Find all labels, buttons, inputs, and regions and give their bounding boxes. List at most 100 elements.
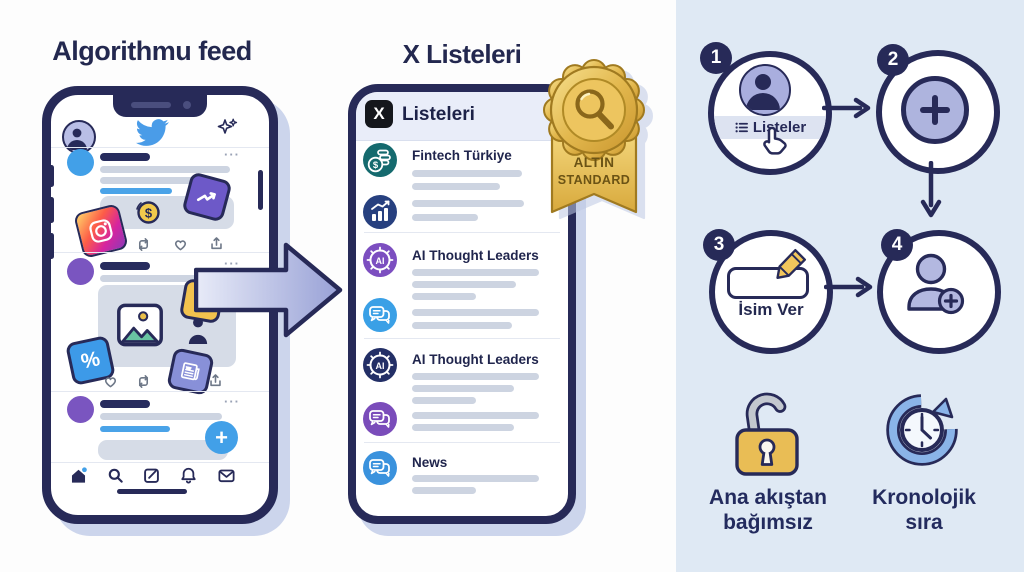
- share-icon[interactable]: [208, 235, 225, 252]
- retweet-icon[interactable]: [135, 373, 152, 390]
- divider: [364, 338, 560, 339]
- arrow-down-icon: [920, 161, 942, 218]
- divider: [51, 252, 269, 253]
- ai-brain-icon[interactable]: AI: [363, 243, 397, 277]
- open-lock-icon: [735, 392, 799, 476]
- divider: [51, 391, 269, 392]
- share-icon[interactable]: [207, 372, 224, 389]
- heart-icon[interactable]: [172, 236, 189, 253]
- text-placeholder: [412, 183, 500, 190]
- step2-number: 2: [877, 44, 909, 76]
- center-title: X Listeleri: [402, 39, 522, 69]
- home-icon[interactable]: [69, 466, 88, 485]
- compose-fab[interactable]: +: [205, 421, 238, 454]
- more-dots[interactable]: ···: [224, 394, 240, 409]
- instagram-icon: [73, 203, 129, 259]
- step3-number: 3: [703, 229, 735, 261]
- divider: [51, 147, 269, 148]
- speaker: [131, 102, 171, 108]
- image-placeholder-icon: [117, 303, 163, 347]
- volume-button: [51, 197, 54, 223]
- compose-icon[interactable]: [142, 466, 161, 485]
- tweet-avatar: [67, 258, 94, 285]
- media-card: [98, 440, 228, 460]
- text-placeholder: [100, 166, 230, 173]
- power-button: [258, 170, 263, 210]
- retweet-icon[interactable]: [135, 236, 152, 253]
- newspaper-icon: [166, 347, 215, 396]
- mail-icon[interactable]: [217, 466, 236, 485]
- text-placeholder: [412, 322, 512, 329]
- svg-text:AI: AI: [376, 361, 385, 371]
- bar-chart-icon[interactable]: [363, 195, 397, 229]
- create-list-plus-icon[interactable]: [901, 76, 969, 144]
- bell-icon[interactable]: [179, 466, 198, 485]
- chat-bubbles-icon[interactable]: [363, 298, 397, 332]
- text-placeholder: [412, 487, 476, 494]
- lists-phone: X Listeleri $ Fintech Türkiye AI AI Thou…: [348, 84, 576, 524]
- text-placeholder: [412, 281, 516, 288]
- phone-notch: [113, 95, 207, 117]
- gold-standard-badge: ALTIN STANDARD: [540, 52, 652, 232]
- trend-up-icon: [181, 171, 233, 223]
- text-placeholder: [412, 309, 539, 316]
- text-placeholder: [412, 412, 539, 419]
- text-placeholder: [412, 475, 539, 482]
- text-placeholder: [412, 385, 514, 392]
- list-row-title[interactable]: News: [412, 455, 448, 470]
- lists-header: X Listeleri: [356, 92, 552, 141]
- sparkles-icon[interactable]: [215, 116, 239, 140]
- gold-medal-magnifier-icon: [543, 59, 645, 214]
- text-placeholder: [100, 275, 228, 282]
- text-placeholder: [412, 269, 539, 276]
- divider: [364, 442, 560, 443]
- text-placeholder: [412, 170, 522, 177]
- more-dots[interactable]: ···: [224, 147, 240, 162]
- coins-icon[interactable]: $: [363, 143, 397, 177]
- svg-text:$: $: [373, 160, 379, 171]
- menu-item-label: Listeler: [752, 119, 807, 136]
- chat-bubbles-icon[interactable]: [363, 451, 397, 485]
- step1-number: 1: [700, 42, 732, 74]
- list-name-input[interactable]: [727, 267, 809, 299]
- chat-bubbles-icon[interactable]: [363, 402, 397, 436]
- divider: [364, 232, 560, 233]
- text-placeholder: [412, 424, 514, 431]
- text-placeholder: [412, 397, 476, 404]
- list-icon: [735, 122, 748, 133]
- heart-icon[interactable]: [102, 373, 119, 390]
- step2-circle: [876, 50, 1000, 174]
- badge-line1: ALTIN: [573, 155, 615, 170]
- search-icon[interactable]: [106, 466, 125, 485]
- name-placeholder: [100, 153, 150, 161]
- list-row-title[interactable]: Fintech Türkiye: [412, 148, 512, 163]
- list-row-title[interactable]: AI Thought Leaders: [412, 248, 539, 263]
- text-placeholder: [412, 200, 524, 207]
- badge-line2: STANDARD: [557, 173, 631, 187]
- arrow-right-icon: [824, 276, 873, 298]
- pencil-icon: [776, 248, 807, 280]
- twitter-bird-icon: [136, 119, 169, 146]
- more-dots[interactable]: ···: [224, 256, 240, 271]
- add-person-icon[interactable]: [899, 249, 969, 323]
- link-placeholder: [100, 188, 172, 194]
- profile-avatar-icon: [739, 64, 791, 116]
- x-logo: X: [365, 100, 393, 128]
- tweet-avatar: [67, 396, 94, 423]
- arrow-right-icon: [822, 97, 871, 119]
- tweet-avatar: [67, 149, 94, 176]
- feature2-caption: Kronolojik sıra: [872, 486, 976, 534]
- text-placeholder: [412, 214, 478, 221]
- dollar-coin-icon: $: [136, 201, 160, 224]
- list-row-title[interactable]: AI Thought Leaders: [412, 352, 539, 367]
- text-placeholder: [412, 293, 476, 300]
- text-placeholder: [100, 177, 216, 184]
- step1-circle: Listeler: [708, 51, 832, 175]
- hand-pointer-cursor: [763, 126, 787, 155]
- ai-brain-icon[interactable]: AI: [363, 348, 397, 382]
- volume-button: [51, 165, 54, 187]
- name-placeholder: [100, 262, 150, 270]
- big-right-arrow: [194, 242, 343, 338]
- left-title: Algorithmu feed: [52, 36, 252, 66]
